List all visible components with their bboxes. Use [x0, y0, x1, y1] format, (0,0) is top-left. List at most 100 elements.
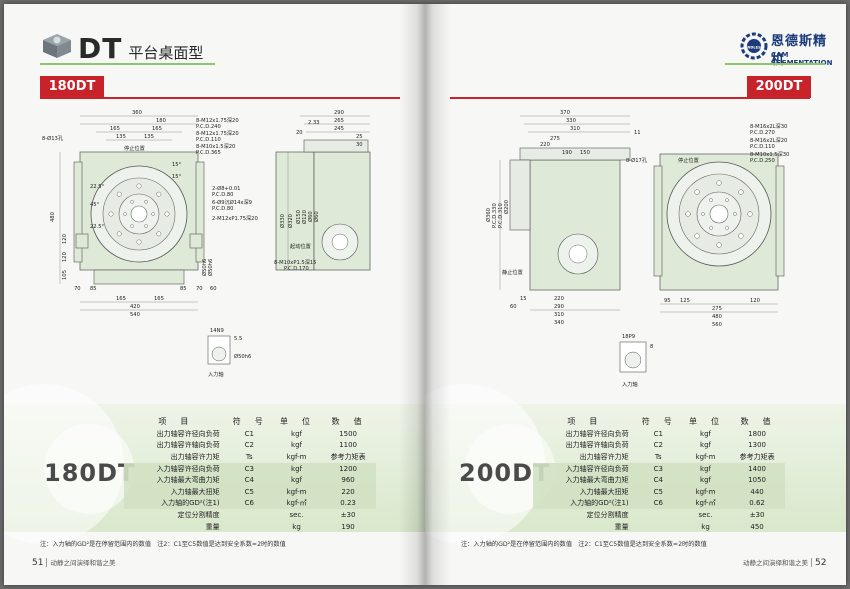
cell-symbol: C4 — [225, 474, 273, 486]
dimension-label: 22.5° — [90, 184, 105, 190]
dimension-label: 8-Ø17孔 — [626, 156, 648, 164]
dimension-label: 静止位置 — [502, 268, 523, 276]
header-item: 项 目 — [567, 416, 601, 426]
cell-item: 入力轴最大扭矩 — [124, 485, 226, 498]
dimension-label: 60 — [510, 304, 517, 310]
cell-symbol: C3 — [225, 462, 273, 475]
dimension-label: 165 — [116, 296, 126, 302]
cell-value: 0.23 — [320, 497, 376, 510]
dimension-label: 265 — [334, 118, 344, 124]
footnote: 注：入力轴的GD²是在停留范围内的数值 注2：C1至C5数值是达到安全系数=2时… — [40, 541, 286, 548]
header-symbol: 符 号 — [641, 416, 675, 426]
page-number-value: 52 — [815, 558, 827, 568]
cell-unit: kgf-m — [272, 485, 321, 498]
dimension-label: 310 — [570, 126, 580, 132]
cell-symbol: C3 — [634, 462, 682, 475]
dimension-label: P.C.D.365 — [196, 150, 221, 156]
header-value: 数 值 — [740, 416, 774, 426]
dimension-label: 480 — [712, 314, 722, 320]
cell-unit: kgf-m — [681, 485, 730, 498]
cell-value: 190 — [341, 522, 355, 531]
cell-item: 入力轴最大弯曲力矩 — [124, 474, 226, 486]
cell-item: 出力轴容许径向负荷 — [565, 429, 629, 438]
dimension-label: 停止位置 — [678, 156, 699, 164]
dimension-label: 起动位置 — [290, 242, 311, 250]
header-unit: 单 位 — [689, 416, 723, 426]
cell-item: 定位分割精度 — [586, 510, 629, 519]
dimension-label: 135 — [144, 134, 154, 140]
dimension-label: 14N9 — [210, 328, 224, 334]
cell-item: 出力轴容许力矩 — [170, 452, 220, 461]
cell-symbol: C2 — [653, 441, 663, 450]
dimension-label: 8-Ø13孔 — [42, 134, 64, 142]
cell-unit: kgf — [272, 462, 321, 475]
dimension-label: P.C.D.80 — [212, 192, 233, 198]
footnote: 注：入力轴的GD²是在停留范围内的数值 注2：C1至C5数值是达到安全系数=2时… — [461, 541, 707, 548]
dimension-label: 11 — [634, 130, 641, 136]
dimension-label: 120 — [750, 298, 760, 304]
dimension-label: 560 — [712, 322, 722, 328]
cell-value: 450 — [750, 522, 764, 531]
cell-symbol: C6 — [634, 497, 682, 510]
dimension-label: 8-M10x1.5深20 — [196, 142, 235, 150]
series-name: 平台桌面型 — [128, 44, 204, 62]
dimension-label: 8-M10xP1.5深15 — [274, 258, 317, 266]
dimension-label: Ø200 — [503, 200, 510, 214]
cell-value: 960 — [320, 474, 376, 486]
model-tab: 180DT — [40, 76, 104, 98]
dimension-label: Ø50h6 — [207, 259, 214, 276]
dimension-label: 190 — [562, 150, 572, 156]
dimension-label: Ø60 — [313, 211, 320, 222]
dimension-label: Ø50h6 — [234, 353, 251, 360]
dimension-label: Ø120 — [301, 210, 308, 224]
dimension-label: 180 — [156, 118, 166, 124]
cell-value: ±30 — [749, 510, 765, 519]
cell-symbol — [226, 509, 273, 521]
dimension-label: Ø60 — [307, 211, 314, 222]
dimension-label: 15 — [520, 296, 527, 302]
cell-unit: kg — [292, 522, 301, 531]
brand-logo: ENDLESS 恩德斯精机 CAM SEGMENTATION — [739, 30, 839, 68]
cell-item: 出力轴容许轴向负荷 — [565, 441, 629, 450]
header-rule — [725, 63, 825, 65]
dimension-label: 290 — [334, 110, 344, 116]
brochure-spread: DT 平台桌面型 180DT — [4, 4, 846, 585]
dimension-label: Ø50h6 — [201, 259, 208, 276]
cell-value: ±30 — [340, 510, 356, 519]
cell-value: 1400 — [729, 462, 785, 475]
header-rule — [40, 63, 215, 65]
right-page: ENDLESS 恩德斯精机 CAM SEGMENTATION 200DT — [425, 4, 846, 585]
cell-unit: kgf-m — [286, 452, 307, 461]
cell-unit: sec. — [698, 510, 713, 519]
cell-unit: kgf — [700, 429, 712, 438]
dimension-label: 入力轴 — [622, 380, 638, 388]
cell-item: 出力轴容许力矩 — [579, 452, 629, 461]
dimension-label: 8-M16x2L深20 — [750, 136, 787, 144]
model-rule — [450, 97, 810, 99]
left-page: DT 平台桌面型 180DT — [4, 4, 425, 585]
cell-unit: kgf — [291, 429, 303, 438]
header-unit: 单 位 — [280, 416, 314, 426]
dimension-label: 85 — [180, 286, 187, 292]
cell-item: 入力轴的GD²(注1) — [124, 497, 226, 510]
page-number-value: 51 — [32, 558, 44, 568]
dimension-label: 85 — [90, 286, 97, 292]
dimension-label: 2-M12xP1.75深20 — [212, 214, 258, 222]
dimension-label: 22.5° — [90, 224, 105, 230]
dimension-label: 18P9 — [622, 334, 635, 340]
dimension-label: 360 — [132, 110, 142, 116]
dimension-label: Ø150 — [295, 210, 302, 224]
footer-text: 动静之间演绎和谐之美 — [743, 559, 808, 567]
cell-item: 入力轴最大扭矩 — [533, 485, 635, 498]
cell-item: 重量 — [205, 522, 220, 531]
cell-symbol: C5 — [225, 485, 273, 498]
